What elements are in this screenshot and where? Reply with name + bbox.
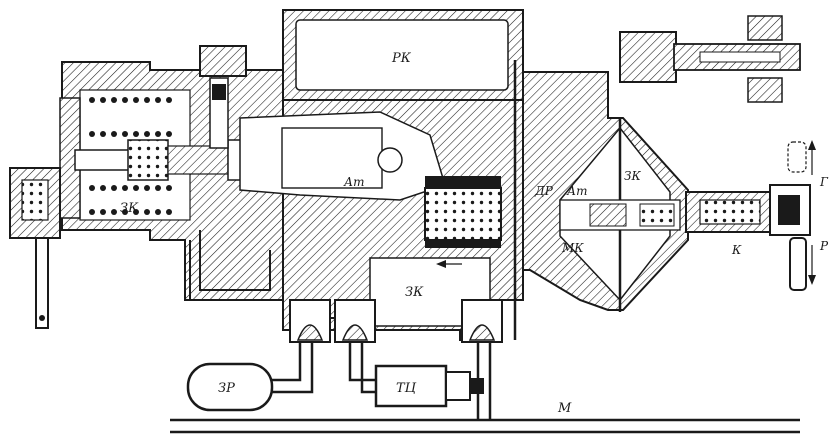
top-plug (199, 45, 247, 149)
check-valves (289, 299, 503, 343)
pipes (270, 342, 492, 420)
brake-line (170, 418, 800, 434)
mode-handle (787, 140, 816, 291)
label-rk: РК (391, 51, 412, 66)
label-at-main: Ат (343, 175, 364, 189)
label-zk-left: ЗК (120, 201, 139, 216)
label-zk-right: ЗК (624, 169, 641, 183)
fitting-detail (619, 15, 801, 103)
label-g: Г (819, 175, 829, 189)
reservoir-chamber (282, 9, 524, 101)
right-valve-housing (522, 71, 689, 312)
label-zr: ЗР (218, 381, 235, 396)
label-dr: ДР (534, 184, 554, 198)
auxiliary-reservoir (186, 362, 274, 412)
left-springs (89, 97, 172, 215)
right-extension (685, 184, 811, 236)
label-m: М (557, 401, 572, 416)
label-tc: ТЦ (396, 381, 417, 396)
label-mk: МК (561, 241, 584, 255)
left-side-valve (9, 167, 61, 329)
flow-arrow (436, 260, 462, 268)
label-at-small: Ат (566, 184, 587, 198)
label-p: Р (819, 239, 829, 253)
label-k: К (731, 243, 742, 257)
main-body-center (239, 60, 524, 341)
brake-cylinder (374, 364, 484, 408)
label-zk-center: ЗК (405, 285, 424, 300)
